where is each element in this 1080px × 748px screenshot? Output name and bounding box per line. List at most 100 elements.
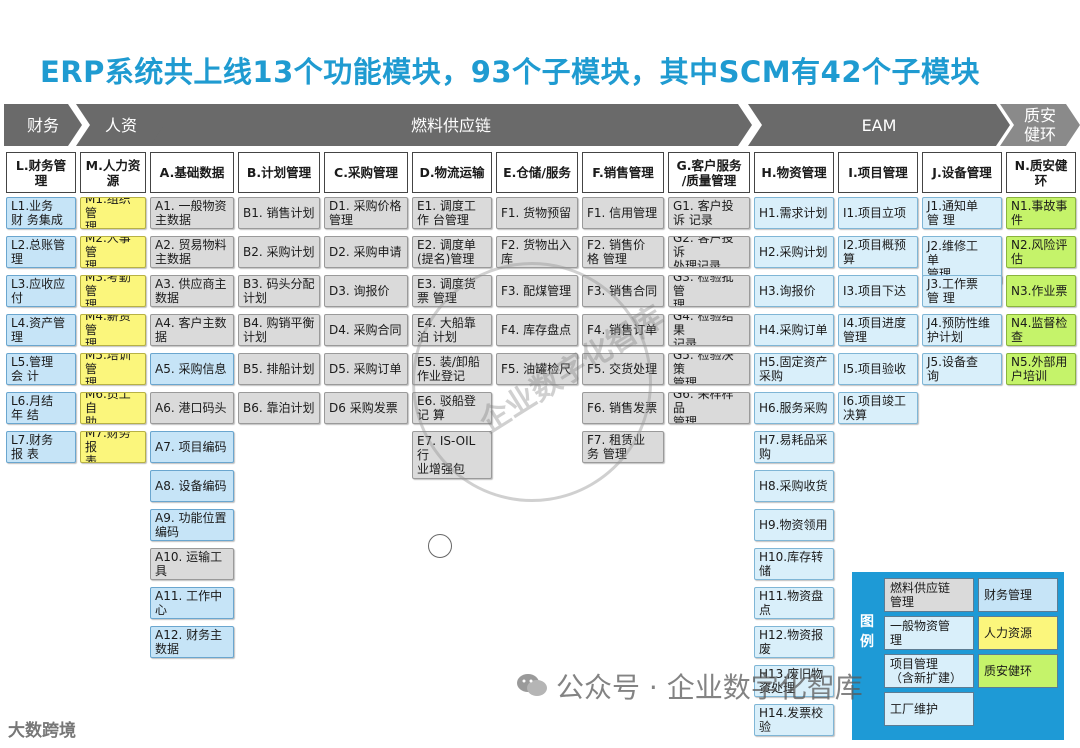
submodule-cell: I5.项目验收 (838, 353, 918, 385)
submodule-cell: A5. 采购信息 (150, 353, 234, 385)
submodule-cell: A11. 工作中 心 (150, 587, 234, 619)
submodule-cell: B6. 靠泊计划 (238, 392, 320, 424)
submodule-cell: H9.物资领用 (754, 509, 834, 541)
submodule-cell: E5. 装/卸船 作业登记 (412, 353, 492, 385)
submodule-cell: H7.易耗品采 购 (754, 431, 834, 463)
submodule-cell: M5.培训管 理 (80, 353, 146, 385)
submodule-cell: H6.服务采购 (754, 392, 834, 424)
submodule-cell: B5. 排船计划 (238, 353, 320, 385)
submodule-cell: F5. 油罐检尺 (496, 353, 578, 385)
submodule-cell: B2. 采购计划 (238, 236, 320, 268)
submodule-cell: F1. 信用管理 (582, 197, 664, 229)
submodule-cell: I6.项目竣工 决算 (838, 392, 918, 424)
submodule-cell: D1. 采购价格 管理 (324, 197, 408, 229)
submodule-cell: L7.财务 报 表 (6, 431, 76, 463)
submodule-cell: M7.财务报 表 (80, 431, 146, 463)
submodule-cell: L1.业务 财 务集成 (6, 197, 76, 229)
submodule-cell: A1. 一般物资 主数据 (150, 197, 234, 229)
submodule-cell: F4. 库存盘点 (496, 314, 578, 346)
submodule-cell: F7. 租赁业 务 管理 (582, 431, 664, 463)
legend-hr: 人力资源 (978, 616, 1058, 650)
module-header: I.项目管理 (838, 152, 918, 193)
submodule-cell: N2.风险评 估 (1006, 236, 1076, 268)
module-header: N.质安健 环 (1006, 152, 1076, 193)
submodule-cell: E3. 调度货 票 管理 (412, 275, 492, 307)
submodule-cell: G2. 客户投诉 处理记录 (668, 236, 750, 268)
submodule-cell: I1.项目立项 (838, 197, 918, 229)
module-header: H.物资管理 (754, 152, 834, 193)
submodule-cell: M4.薪资管 理 (80, 314, 146, 346)
submodule-cell: D3. 询报价 (324, 275, 408, 307)
submodule-cell: F2. 货物出入 库 (496, 236, 578, 268)
submodule-cell: E2. 调度单 (提名)管理 (412, 236, 492, 268)
module-header: D.物流运输 (412, 152, 492, 193)
legend-materials: 一般物资管 理 (884, 616, 974, 650)
submodule-cell: H12.物资报 废 (754, 626, 834, 658)
submodule-cell: A9. 功能位置 编码 (150, 509, 234, 541)
submodule-cell: F2. 销售价 格 管理 (582, 236, 664, 268)
module-header: M.人力资 源 (80, 152, 146, 193)
submodule-cell: A8. 设备编码 (150, 470, 234, 502)
submodule-cell: A4. 客户主数 据 (150, 314, 234, 346)
module-header: A.基础数据 (150, 152, 234, 193)
submodule-cell: I4.项目进度 管理 (838, 314, 918, 346)
submodule-cell: D5. 采购订单 (324, 353, 408, 385)
submodule-cell: H13.废旧物 资处理 (754, 665, 834, 697)
submodule-cell: H3.询报价 (754, 275, 834, 307)
submodule-cell: F4. 销售订单 (582, 314, 664, 346)
submodule-cell: H10.库存转 储 (754, 548, 834, 580)
submodule-cell: J3.工作票 管 理 (922, 275, 1002, 307)
legend-fuel-chain: 燃料供应链 管理 (884, 578, 974, 612)
submodule-cell: E4. 大船靠 泊 计划 (412, 314, 492, 346)
submodule-cell: F1. 货物预留 (496, 197, 578, 229)
submodule-cell: H5.固定资产 采购 (754, 353, 834, 385)
submodule-cell: L5.管理 会 计 (6, 353, 76, 385)
submodule-cell: M6.员工自 助 (80, 392, 146, 424)
submodule-cell: E7. IS-OIL 行 业增强包 (412, 431, 492, 479)
submodule-cell: N5.外部用 户培训 (1006, 353, 1076, 385)
submodule-cell: M3.考勤管 理 (80, 275, 146, 307)
submodule-cell: H14.发票校 验 (754, 704, 834, 736)
submodule-cell: L6.月结 年 结 (6, 392, 76, 424)
submodule-cell: M1.组织管 理 (80, 197, 146, 229)
submodule-cell: H2.采购计划 (754, 236, 834, 268)
submodule-cell: H4.采购订单 (754, 314, 834, 346)
submodule-cell: F3. 销售合同 (582, 275, 664, 307)
module-header: G.客户服务 /质量管理 (668, 152, 750, 193)
submodule-cell: J4.预防性维 护计划 (922, 314, 1002, 346)
module-header: J.设备管理 (922, 152, 1002, 193)
submodule-cell: B4. 购销平衡 计划 (238, 314, 320, 346)
submodule-cell: H1.需求计划 (754, 197, 834, 229)
submodule-cell: D2. 采购申请 (324, 236, 408, 268)
submodule-cell: A3. 供应商主 数据 (150, 275, 234, 307)
banner-eam: EAM (748, 104, 1010, 146)
submodule-cell: F5. 交货处理 (582, 353, 664, 385)
submodule-cell: L3.应收应 付 (6, 275, 76, 307)
wechat-icon (517, 674, 547, 696)
submodule-cell: I3.项目下达 (838, 275, 918, 307)
submodule-cell: A12. 财务主 数据 (150, 626, 234, 658)
module-header: C.采购管理 (324, 152, 408, 193)
submodule-cell: I2.项目概预 算 (838, 236, 918, 268)
module-header: E.仓储/服务 (496, 152, 578, 193)
submodule-cell: N1.事故事 件 (1006, 197, 1076, 229)
submodule-cell: E6. 驳船登 记 算 (412, 392, 492, 424)
submodule-cell: E1. 调度工 作 台管理 (412, 197, 492, 229)
banner-qhse: 质安 健环 (1000, 104, 1080, 146)
submodule-cell: A6. 港口码头 (150, 392, 234, 424)
banner-finance: 财务 (4, 104, 82, 146)
ring-mark (428, 534, 452, 558)
submodule-cell: F3. 配煤管理 (496, 275, 578, 307)
submodule-cell: G1. 客户投 诉 记录 (668, 197, 750, 229)
legend-tag: 图 例 (860, 614, 874, 650)
module-header: L.财务管 理 (6, 152, 76, 193)
submodule-cell: B1. 销售计划 (238, 197, 320, 229)
submodule-cell: A2. 贸易物料 主数据 (150, 236, 234, 268)
submodule-cell: G4. 检验结果 记录 (668, 314, 750, 346)
module-header: F.销售管理 (582, 152, 664, 193)
submodule-cell: J1.通知单 管 理 (922, 197, 1002, 229)
legend-plant-maintenance: 工厂维护 (884, 692, 974, 726)
submodule-cell: N4.监督检 查 (1006, 314, 1076, 346)
submodule-cell: G3. 检验批管 理 (668, 275, 750, 307)
submodule-cell: B3. 码头分配 计划 (238, 275, 320, 307)
